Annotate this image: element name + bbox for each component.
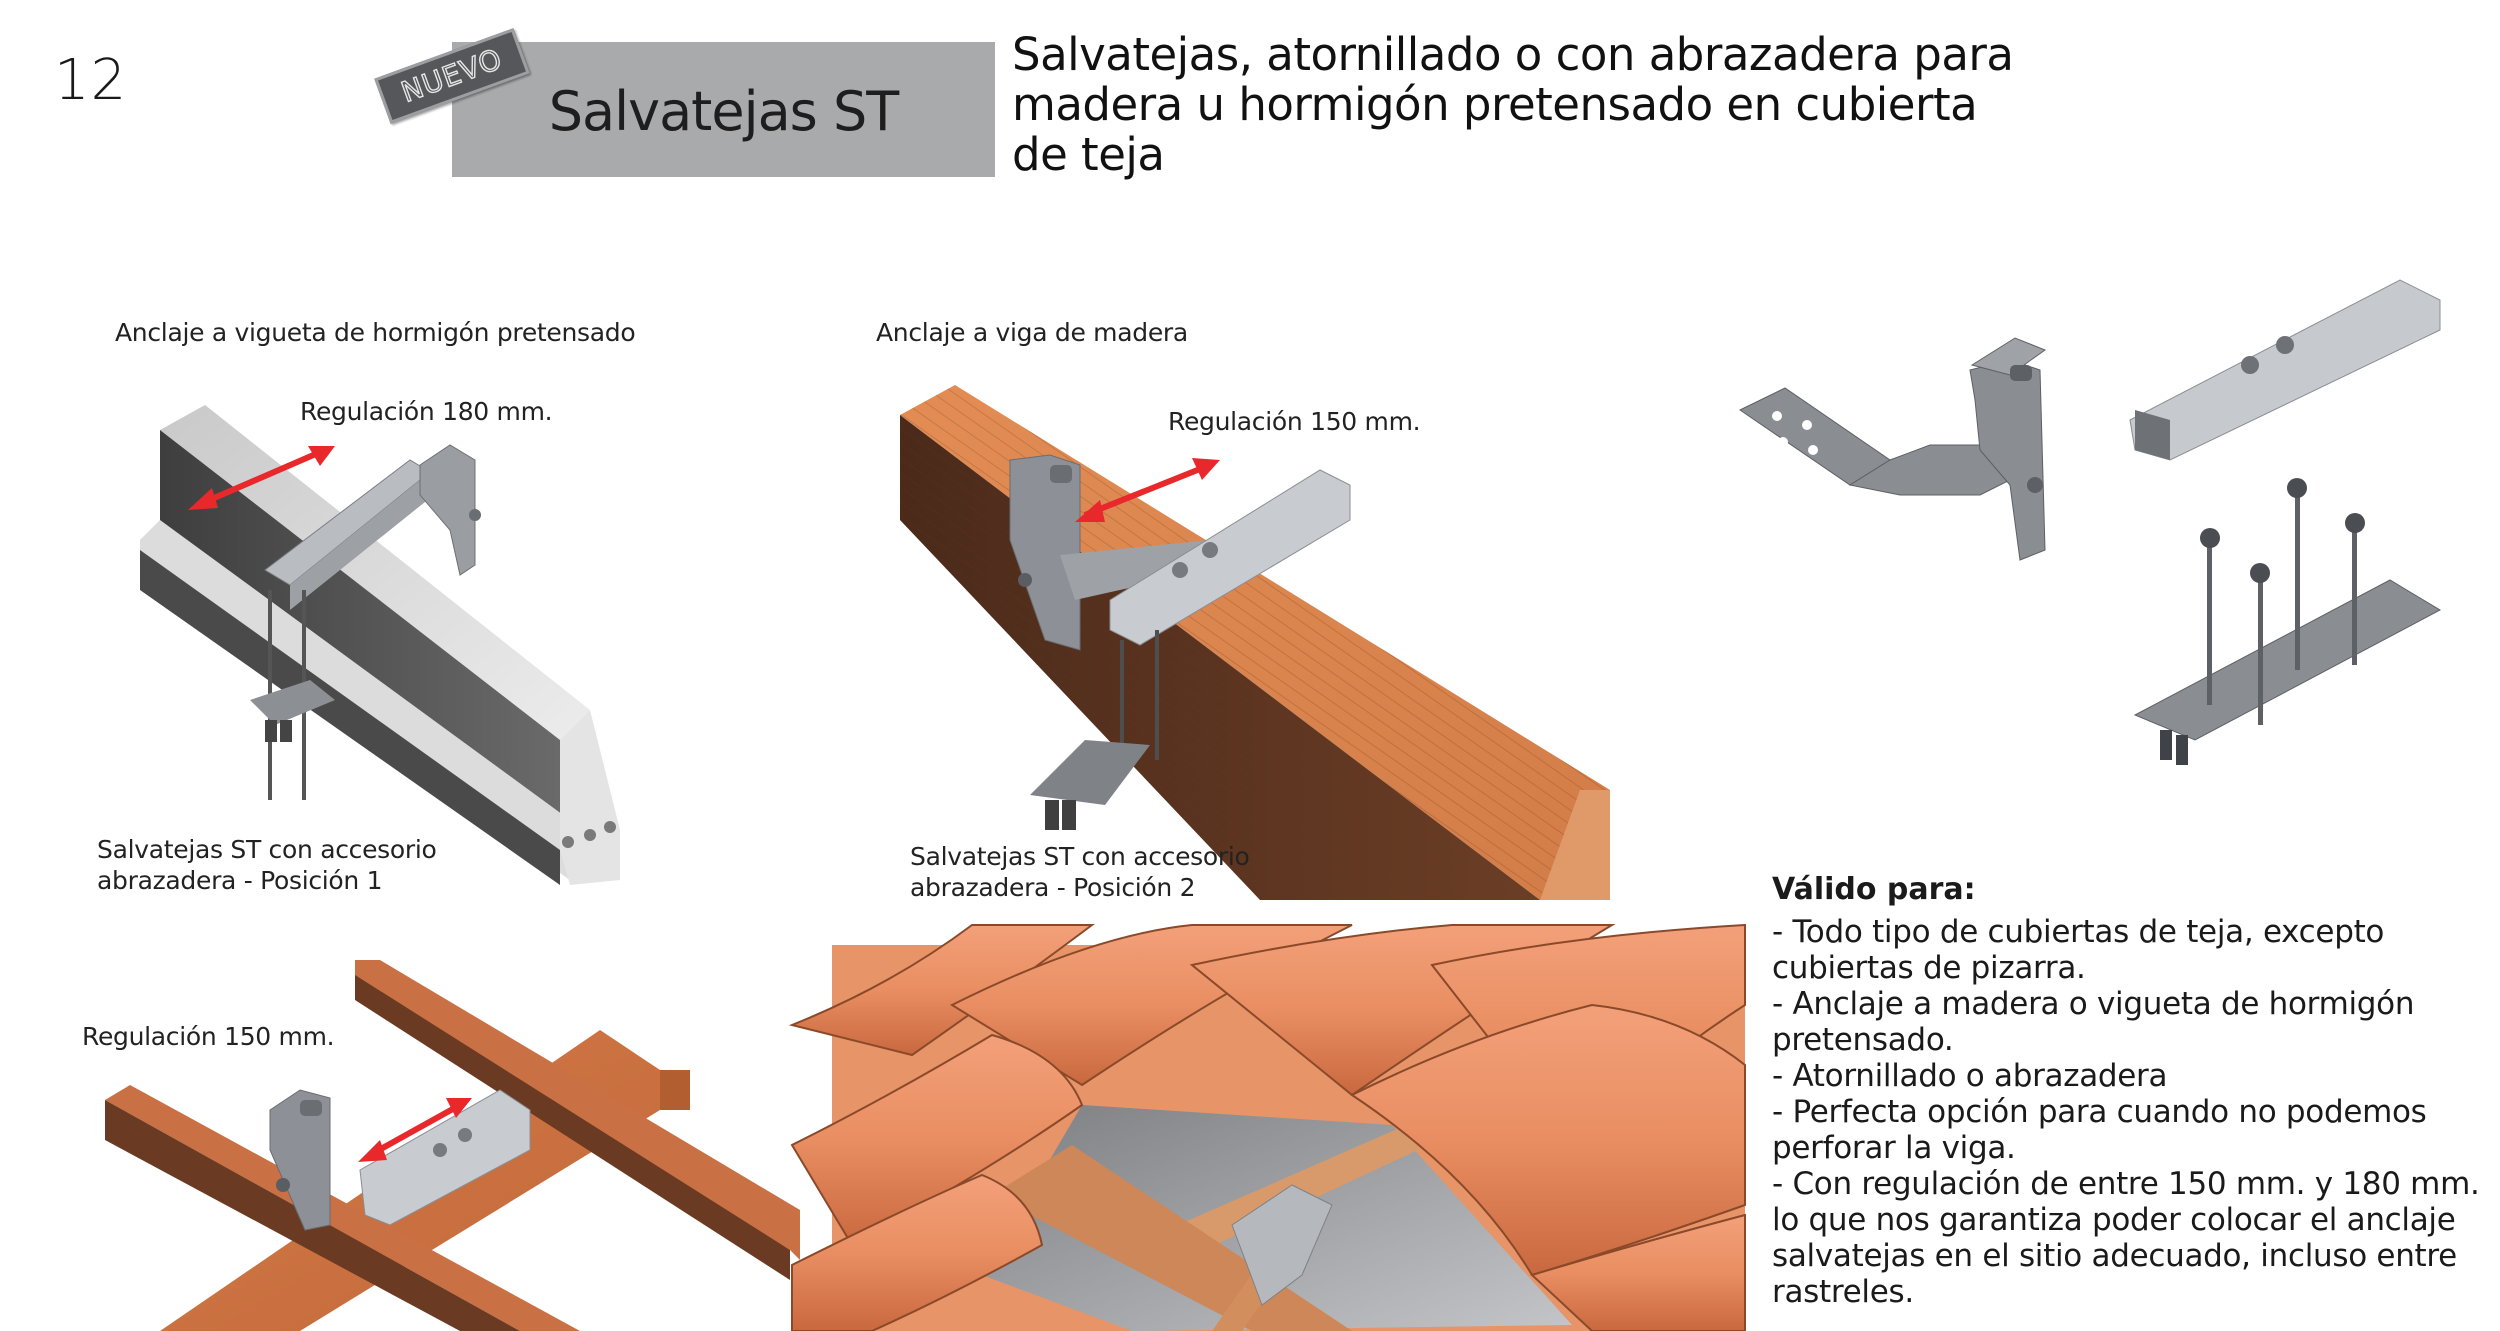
- concrete-figure-caption: Salvatejas ST con accesorio abrazadera -…: [97, 834, 437, 896]
- page-headline: Salvatejas, atornillado o con abrazadera…: [1012, 28, 2014, 181]
- battens-regulation-label: Regulación 150 mm.: [82, 1022, 335, 1051]
- wood-beam-illustration: [900, 385, 1610, 900]
- concrete-beam-illustration: [140, 405, 620, 885]
- valid-for-line: perforar la viga.: [1772, 1130, 2016, 1166]
- wood-figure-heading: Anclaje a viga de madera: [876, 318, 1188, 347]
- adjustment-arrow-icon: [1075, 458, 1220, 522]
- valid-for-line: - Todo tipo de cubiertas de teja, except…: [1772, 914, 2385, 950]
- valid-for-line: - Atornillado o abrazadera: [1772, 1058, 2168, 1094]
- valid-for-title: Válido para:: [1772, 872, 1976, 907]
- valid-for-line: - Perfecta opción para cuando no podemos: [1772, 1094, 2427, 1130]
- caption-line: abrazadera - Posición 2: [910, 873, 1196, 902]
- valid-for-line: rastreles.: [1772, 1274, 1914, 1310]
- product-title: Salvatejas ST: [548, 80, 899, 143]
- wood-regulation-label: Regulación 150 mm.: [1168, 407, 1421, 436]
- adjustment-arrow-icon: [358, 1098, 472, 1162]
- product-title-box: Salvatejas ST: [452, 42, 995, 177]
- valid-for-line: lo que nos garantiza poder colocar el an…: [1772, 1202, 2456, 1238]
- headline-line: de teja: [1012, 128, 1165, 181]
- concrete-figure-heading: Anclaje a vigueta de hormigón pretensado: [115, 318, 636, 347]
- adjustment-arrow-icon: [188, 446, 335, 510]
- caption-line: abrazadera - Posición 1: [97, 866, 383, 895]
- valid-for-line: - Anclaje a madera o vigueta de hormigón: [1772, 986, 2415, 1022]
- valid-for-line: cubiertas de pizarra.: [1772, 950, 2086, 986]
- roof-hook-part: [1739, 337, 2047, 561]
- valid-for-line: pretensado.: [1772, 1022, 1954, 1058]
- clamp-part: [2133, 478, 2442, 765]
- valid-for-line: - Con regulación de entre 150 mm. y 180 …: [1772, 1166, 2480, 1202]
- rail-part: [2129, 279, 2441, 461]
- battens-illustration: [105, 960, 800, 1331]
- concrete-regulation-label: Regulación 180 mm.: [300, 397, 553, 426]
- caption-line: Salvatejas ST con accesorio: [910, 842, 1250, 871]
- headline-line: madera u hormigón pretensado en cubierta: [1012, 78, 1978, 131]
- valid-for-list: - Todo tipo de cubiertas de teja, except…: [1772, 914, 2492, 1310]
- parts-illustration: [1739, 279, 2442, 765]
- page-number: 12: [54, 48, 128, 113]
- caption-line: Salvatejas ST con accesorio: [97, 835, 437, 864]
- headline-line: Salvatejas, atornillado o con abrazadera…: [1012, 28, 2014, 81]
- valid-for-line: salvatejas en el sitio adecuado, incluso…: [1772, 1238, 2457, 1274]
- roof-tiles-illustration: [788, 923, 1746, 1331]
- wood-figure-caption: Salvatejas ST con accesorio abrazadera -…: [910, 841, 1250, 903]
